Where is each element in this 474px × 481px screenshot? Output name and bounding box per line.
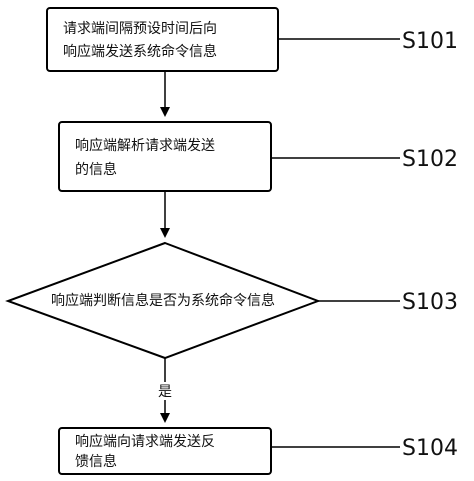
step-s101: 请求端间隔预设时间后向 响应端发送系统命令信息 S101: [46, 7, 458, 72]
step-s103: 响应端判断信息是否为系统命令信息 S103: [5, 241, 458, 360]
step-s101-box: [46, 7, 279, 72]
step-s104-line-2: 馈信息: [75, 453, 117, 470]
step-s101-label: S101: [402, 29, 458, 54]
step-s102-line-1: 响应端解析请求端发送: [75, 137, 215, 154]
yes-label-background: [156, 382, 174, 400]
step-s103-line-1: 响应端判断信息是否为系统命令信息: [51, 292, 275, 309]
step-s104: 响应端向请求端发送反 馈信息 S104: [58, 427, 458, 475]
step-s102: 响应端解析请求端发送 的信息 S102: [58, 121, 458, 192]
step-s102-box: [58, 121, 272, 192]
step-s104-line-1: 响应端向请求端发送反: [75, 433, 215, 450]
yes-branch-label: 是: [158, 384, 172, 400]
step-s104-box: [58, 427, 272, 475]
step-s101-line-2: 响应端发送系统命令信息: [63, 43, 217, 60]
step-s102-line-2: 的信息: [75, 161, 117, 178]
step-s102-label: S102: [402, 147, 458, 172]
step-s103-label: S103: [402, 290, 458, 315]
step-s101-line-1: 请求端间隔预设时间后向: [63, 21, 217, 37]
step-s104-label: S104: [402, 436, 458, 461]
